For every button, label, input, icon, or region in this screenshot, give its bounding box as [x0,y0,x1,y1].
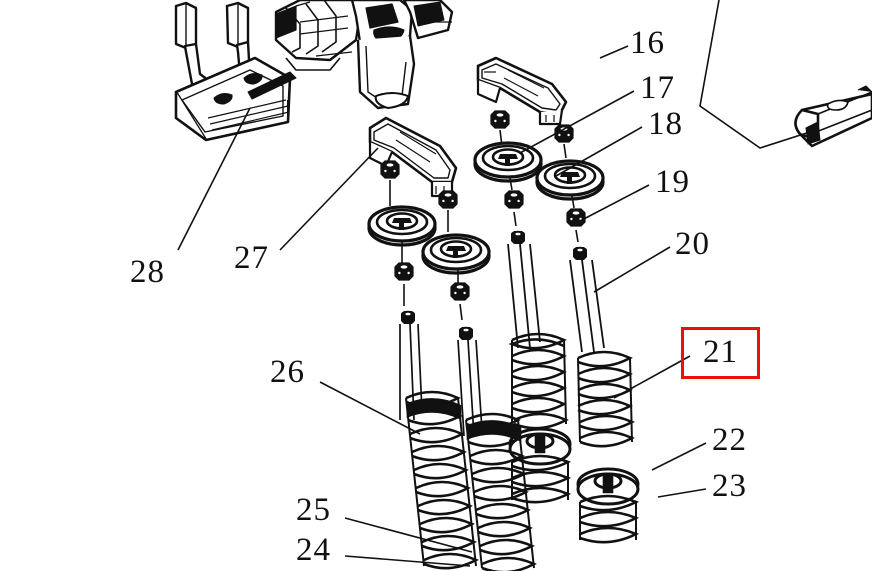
leader-24 [344,555,471,567]
callout-label-19: 19 [655,164,690,200]
leader-18 [555,126,643,177]
lock-nut-19 [566,208,586,227]
leader-19 [577,184,650,223]
callout-leader-lines [177,45,707,567]
valve-keeper [401,310,415,324]
callout-label-26: 26 [270,354,305,390]
bracket-outline [699,0,817,149]
callout-label-24: 24 [296,532,331,568]
leader-16 [599,45,629,59]
lock-nut-17 [554,124,574,143]
lock-nut [438,190,458,209]
coil-spring-left [405,390,479,570]
callout-label-16: 16 [630,25,665,61]
leader-20 [593,246,671,293]
valve-train-right [535,124,605,353]
pushrod-train-left [367,160,437,421]
callout-label-25: 25 [296,492,331,528]
leader-27 [279,147,379,251]
rocker-shaft-right [794,85,872,148]
coil-spring-right [576,350,640,544]
valve-keeper [511,230,525,244]
callout-label-20: 20 [675,226,710,262]
coil-spring-left2 [465,412,537,571]
callout-label-28: 28 [130,254,165,290]
leader-28 [177,107,251,251]
callout-label-27: 27 [234,240,269,276]
lock-nut-17-upper [490,110,510,129]
pushrod-train-left2 [421,190,491,437]
callout-label-21: 21 [703,334,738,370]
leader-17 [519,90,635,154]
callout-label-18: 18 [648,106,683,142]
highlight-box-21[interactable] [681,327,760,379]
rocker-housing-assembly [274,0,454,110]
valve-train-center [473,110,543,349]
rocker-arm-27 [368,116,458,198]
valve-lock-nut [450,282,470,301]
lock-nut [504,190,524,209]
valve-bridge-assembly [174,1,297,142]
valve-lock-nut [394,262,414,281]
leader-26 [319,381,421,435]
leader-23 [657,488,707,498]
callout-label-17: 17 [640,70,675,106]
lock-nut [380,160,400,179]
rocker-arm-16 [476,56,568,126]
valve-keeper [573,246,587,260]
leader-21 [613,355,691,399]
coil-spring-center [508,332,572,504]
valve-keeper [459,326,473,340]
leader-25 [344,517,473,553]
callout-label-23: 23 [712,468,747,504]
leader-22 [651,442,707,471]
callout-label-22: 22 [712,422,747,458]
